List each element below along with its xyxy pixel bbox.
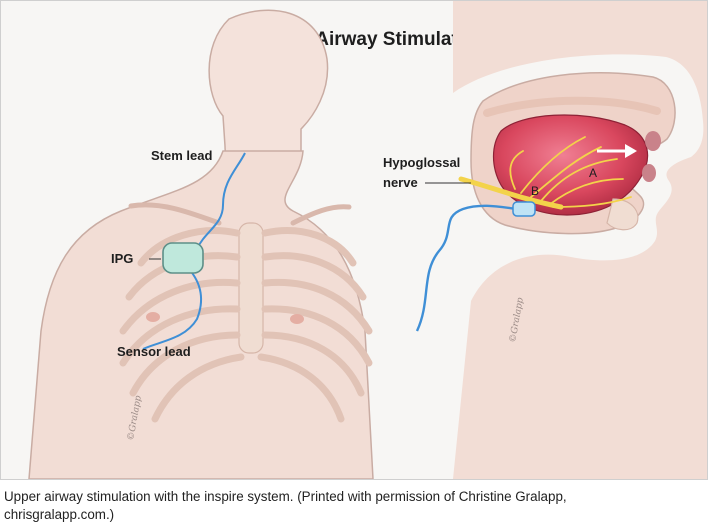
tongue-motion-arrow (597, 144, 637, 158)
stimulation-cuff (512, 201, 536, 217)
ipg-label: IPG (111, 251, 133, 266)
torso (28, 9, 374, 479)
caption-line-2: chrisgralapp.com.) (4, 507, 115, 522)
head-cross-section (453, 1, 707, 479)
sensor-lead-wire (142, 268, 203, 350)
hypoglossal-nerve (458, 136, 632, 210)
caption-line-1: Upper airway stimulation with the inspir… (4, 489, 567, 504)
upper-airway-illustration: Upper Airway Stimulation (28, 1, 707, 479)
marker-a: A (589, 166, 597, 180)
ipg-device (162, 242, 204, 274)
figure-caption: Upper airway stimulation with the inspir… (4, 488, 704, 524)
illustration-figure: Upper Airway Stimulation (0, 0, 708, 480)
stimulation-lead-wire (415, 204, 518, 332)
marker-b: B (531, 184, 539, 198)
hypoglossal-label-line1: Hypoglossal (383, 155, 460, 170)
sensor-lead-label: Sensor lead (117, 344, 191, 359)
hypoglossal-label-line2: nerve (383, 175, 418, 190)
stem-lead-label: Stem lead (151, 148, 212, 163)
